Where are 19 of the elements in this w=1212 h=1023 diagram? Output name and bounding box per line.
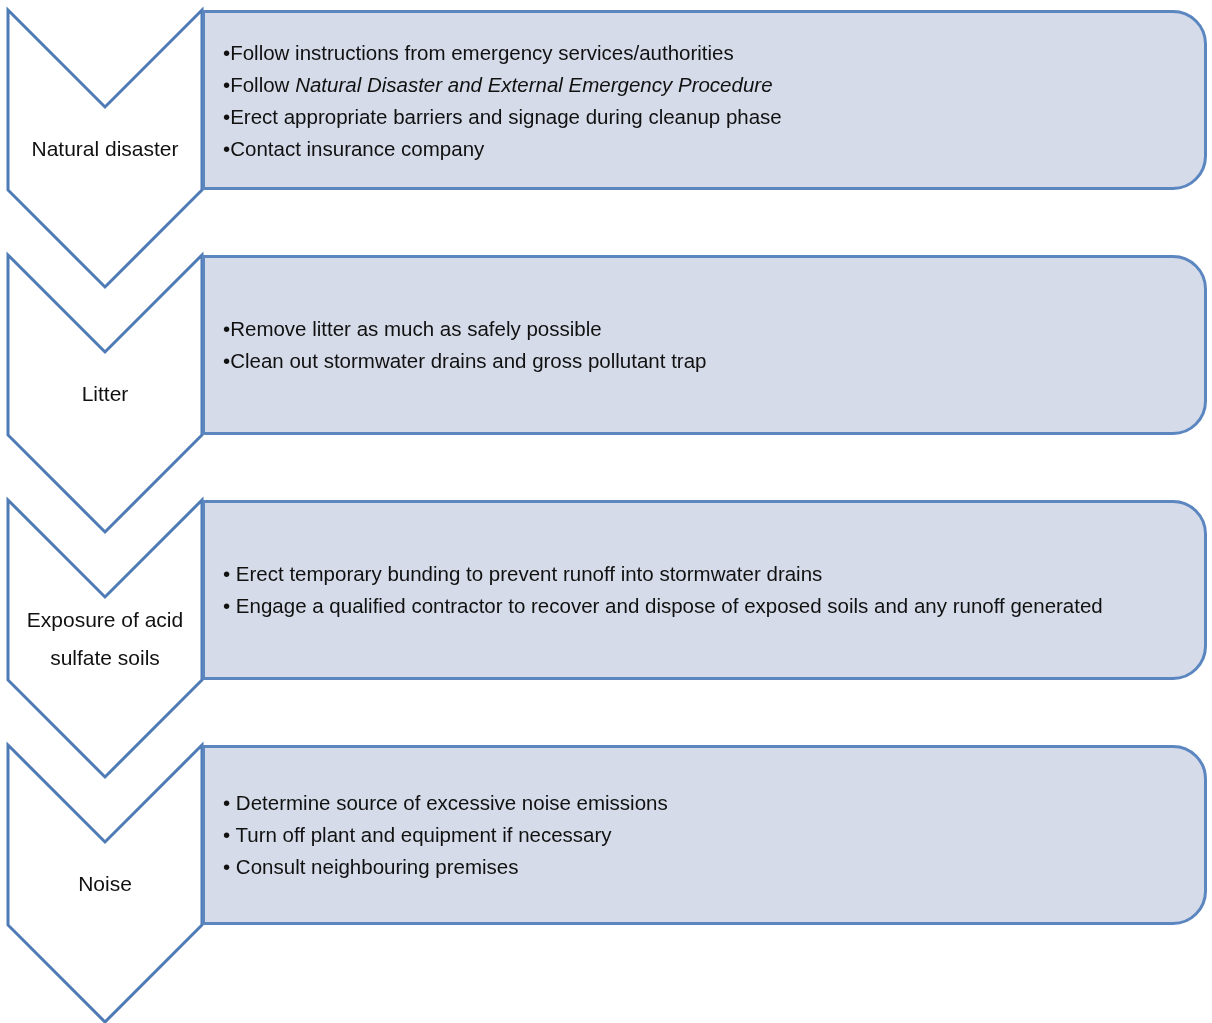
- bullet-item: •Remove litter as much as safely possible: [223, 316, 603, 342]
- action-panel: [202, 10, 1207, 190]
- bullet-item: • Turn off plant and equipment if necessary: [223, 822, 613, 848]
- bullet-item: • Engage a qualified contractor to recover and dispose of exposed soils and any runoff generated: [223, 593, 1104, 619]
- step-label: Natural disaster: [30, 135, 180, 162]
- step-label: Exposure of acid sulfate soils: [25, 606, 185, 671]
- bullet-item: •Contact insurance company: [223, 136, 486, 162]
- bullet-item: •Clean out stormwater drains and gross pollutant trap: [223, 348, 708, 374]
- action-panel: [202, 745, 1207, 925]
- bullet-item: •Follow Natural Disaster and External Emergency Procedure: [223, 72, 774, 98]
- step-label: Litter: [80, 380, 130, 407]
- action-panel: [202, 500, 1207, 680]
- bullet-item: • Determine source of excessive noise emissions: [223, 790, 669, 816]
- bullet-item: • Erect temporary bunding to prevent runoff into stormwater drains: [223, 561, 824, 587]
- step-label: Noise: [77, 870, 133, 897]
- bullet-item: •Erect appropriate barriers and signage during cleanup phase: [223, 104, 783, 130]
- action-panel: [202, 255, 1207, 435]
- bullet-item: •Follow instructions from emergency services/authorities: [223, 40, 735, 66]
- bullet-item: • Consult neighbouring premises: [223, 854, 520, 880]
